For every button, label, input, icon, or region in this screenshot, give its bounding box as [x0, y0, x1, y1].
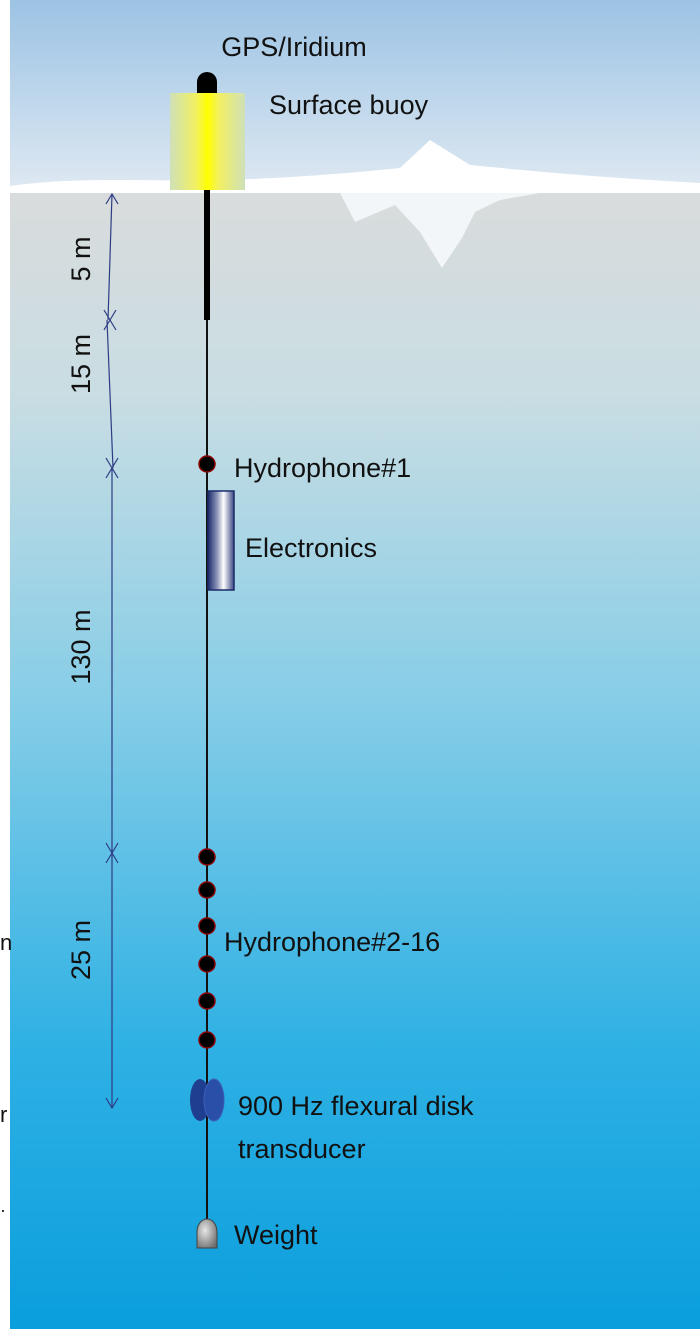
dimension-line	[106, 319, 114, 469]
water	[10, 190, 700, 1329]
hydrophone-icon	[198, 848, 216, 866]
electronics-icon	[207, 490, 235, 591]
transducer-label-line2: transducer	[238, 1134, 366, 1164]
edge-text-fragment: r	[0, 1102, 8, 1127]
transducer-icon	[203, 1078, 225, 1122]
hydrophone-1-icon	[198, 455, 216, 473]
dimension-arrowhead	[105, 457, 119, 479]
dimension-arrowhead	[103, 309, 117, 331]
segment-label-25m: 25 m	[66, 920, 96, 980]
hydrophone-icon	[198, 992, 216, 1010]
hydrophone-icon	[198, 881, 216, 899]
dimension-arrowhead	[105, 192, 119, 205]
segment-label-130m: 130 m	[66, 609, 96, 684]
gps-antenna-icon	[197, 72, 217, 93]
dimension-line	[107, 193, 113, 321]
depth-dimension-lines	[103, 192, 119, 1110]
ice-surface	[10, 140, 700, 193]
gps-label: GPS/Iridium	[221, 32, 367, 62]
edge-text-fragment: ·	[0, 1200, 6, 1220]
iceberg-underwater	[340, 193, 540, 268]
electronics-label: Electronics	[245, 533, 377, 563]
hydrophones-label: Hydrophone#2-16	[224, 927, 440, 957]
hydrophone-icon	[198, 955, 216, 973]
hydrophone-group	[198, 455, 216, 1049]
segment-label-5m: 5 m	[66, 236, 96, 281]
hydrophone1-label: Hydrophone#1	[234, 453, 411, 483]
weight-icon	[196, 1218, 218, 1249]
hydrophone-icon	[198, 917, 216, 935]
segment-label-15m: 15 m	[66, 334, 96, 394]
weight-label: Weight	[234, 1220, 318, 1250]
transducer-label-line1: 900 Hz flexural disk	[238, 1091, 474, 1121]
sky	[10, 0, 700, 192]
buoy-icon	[170, 93, 245, 190]
edge-text-fragment: n	[0, 930, 13, 955]
dimension-arrowhead	[105, 1097, 119, 1110]
dimension-arrowhead	[105, 842, 119, 864]
buoy-label: Surface buoy	[269, 90, 429, 120]
hydrophone-icon	[198, 1031, 216, 1049]
